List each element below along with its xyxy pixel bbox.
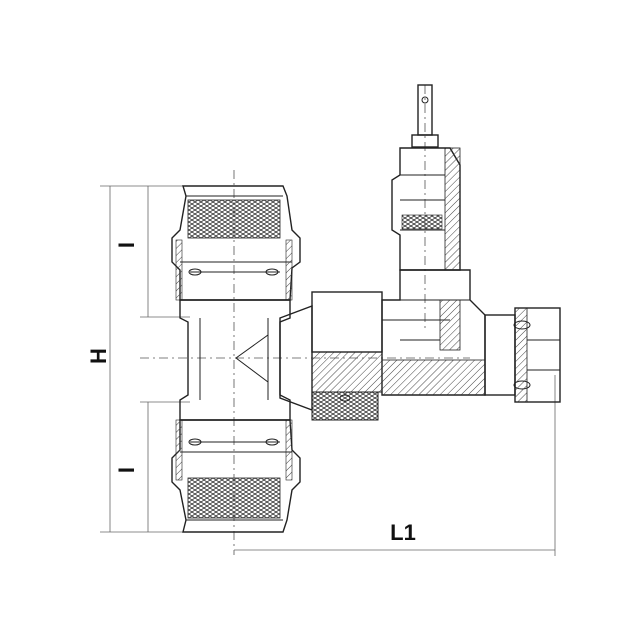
tee-body [171, 185, 301, 533]
dimension-lines [100, 185, 556, 556]
dimension-label-height: H [86, 348, 111, 364]
outlet-coupling [484, 307, 561, 403]
branch-connector [279, 291, 450, 421]
dimension-label-insert-top: I [114, 242, 139, 248]
dimension-label-length: L1 [390, 520, 416, 545]
dimension-label-insert-bottom: I [114, 467, 139, 473]
valve-body [381, 269, 486, 396]
valve-stem [391, 84, 461, 271]
